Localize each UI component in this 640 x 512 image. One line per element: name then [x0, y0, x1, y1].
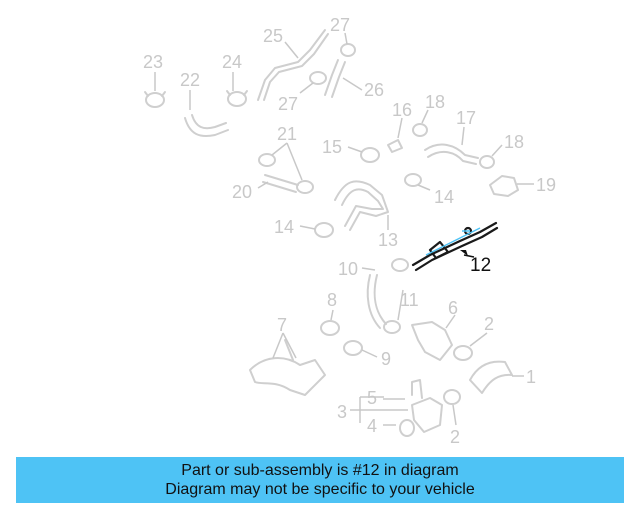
part-7-hose[interactable]	[249, 332, 326, 396]
part-18-clamp-right[interactable]	[479, 144, 503, 169]
part-16-fitting[interactable]	[387, 117, 403, 153]
part-10-hose[interactable]	[361, 267, 387, 329]
part-17-hose[interactable]	[424, 126, 479, 165]
info-banner: Part or sub-assembly is #12 in diagram D…	[16, 457, 624, 503]
part-26-hose[interactable]	[324, 59, 363, 98]
callout-25: 25	[263, 26, 283, 46]
callout-22: 22	[180, 70, 200, 90]
callout-15: 15	[322, 137, 342, 157]
callout-19: 19	[536, 175, 556, 195]
part-18-clamp-top[interactable]	[412, 109, 429, 137]
callout-23: 23	[143, 52, 163, 72]
part-9-clamp[interactable]	[343, 340, 378, 358]
callout-8: 8	[327, 290, 337, 310]
parts-diagram: 23 22 24 25 27	[143, 15, 556, 447]
callout-2-top: 2	[484, 314, 494, 334]
callout-27-top: 27	[330, 15, 350, 35]
part-22-hose[interactable]	[184, 90, 229, 137]
part-2-clamp-top[interactable]	[453, 332, 488, 361]
callout-11: 11	[400, 290, 419, 310]
part-25-pipe[interactable]	[257, 29, 329, 101]
part-13-pipe[interactable]	[334, 180, 389, 231]
part-23-clamp[interactable]	[144, 72, 166, 108]
callout-9: 9	[381, 349, 391, 369]
callout-21: 21	[277, 124, 297, 144]
part-27-clamp-top[interactable]	[340, 32, 356, 57]
callout-5: 5	[367, 388, 377, 408]
part-14-clamp-left[interactable]	[299, 222, 334, 238]
part-12-highlighted[interactable]	[411, 221, 499, 272]
part-8-clamp[interactable]	[320, 309, 340, 336]
banner-line-1: Part or sub-assembly is #12 in diagram	[181, 462, 459, 479]
part-2-clamp-bottom[interactable]	[443, 389, 461, 426]
callout-14-right: 14	[434, 187, 454, 207]
callout-26: 26	[364, 80, 384, 100]
part-27-clamp-mid[interactable]	[299, 71, 327, 94]
callout-3: 3	[337, 402, 347, 422]
callout-10: 10	[338, 259, 358, 279]
part-3-assembly[interactable]	[350, 379, 443, 437]
callout-2-bottom: 2	[450, 427, 460, 447]
callout-12: 12	[470, 255, 491, 276]
callout-18-top: 18	[425, 92, 445, 112]
part-14-clamp-right[interactable]	[404, 173, 431, 191]
callout-13: 13	[378, 230, 398, 250]
part-24-clamp[interactable]	[226, 72, 248, 107]
callout-4: 4	[367, 416, 377, 436]
callout-18-right: 18	[504, 132, 524, 152]
part-20-hose[interactable]	[257, 174, 299, 193]
callout-14-left: 14	[274, 217, 294, 237]
callout-17: 17	[456, 108, 476, 128]
callout-20: 20	[232, 182, 252, 202]
callout-7: 7	[277, 315, 287, 335]
callout-1: 1	[526, 367, 536, 387]
part-1-hose[interactable]	[469, 360, 524, 394]
part-6-housing[interactable]	[411, 314, 456, 361]
part-15-clamp[interactable]	[347, 146, 380, 163]
part-21-clamps[interactable]	[258, 142, 314, 194]
part-11-clamp[interactable]	[383, 258, 409, 334]
callout-6: 6	[448, 298, 458, 318]
callout-16: 16	[392, 100, 412, 120]
banner-line-2: Diagram may not be specific to your vehi…	[165, 481, 475, 498]
callout-27-mid: 27	[278, 94, 298, 114]
callout-24: 24	[222, 52, 242, 72]
part-19-sensor[interactable]	[489, 175, 534, 197]
